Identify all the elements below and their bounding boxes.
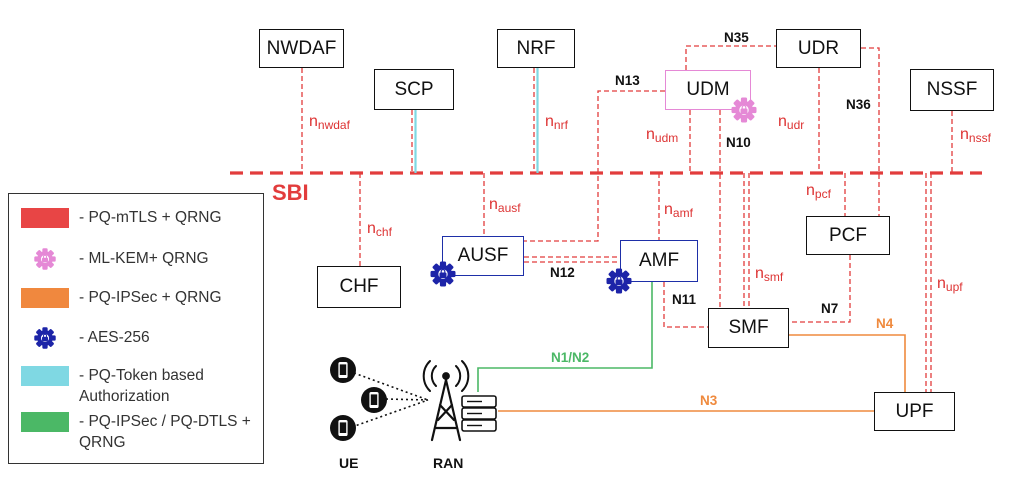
iface-udm: nudm	[646, 126, 679, 145]
legend-text: - PQ-mTLS + QRNG	[79, 209, 222, 226]
ref-n4: N4	[876, 316, 894, 331]
legend-text: - AES-256	[79, 329, 150, 346]
iface-chf: nchf	[367, 220, 392, 239]
red-swatch	[21, 208, 69, 228]
ref-n10: N10	[726, 135, 751, 150]
scp-node: SCP	[374, 69, 454, 110]
blue-gear-icon	[34, 327, 56, 349]
legend-text: - PQ-IPSec + QRNG	[79, 289, 222, 306]
ref-n3: N3	[700, 393, 718, 408]
iface-pcf: npcf	[806, 182, 831, 201]
ref-n1n2: N1/N2	[551, 350, 590, 365]
ue-phone-icon-1	[330, 357, 356, 383]
ref-n11: N11	[672, 292, 697, 307]
ue-label: UE	[339, 455, 359, 471]
ue-ran-link-3	[351, 399, 429, 428]
legend-text: - PQ-IPSec / PQ-DTLS + QRNG	[79, 413, 251, 451]
ue-ran-link-2	[385, 398, 429, 401]
n13-link	[524, 90, 665, 242]
ref-n36: N36	[846, 97, 871, 112]
udr-node: UDR	[776, 29, 861, 68]
iface-upf: nupf	[937, 275, 963, 294]
ref-n7: N7	[821, 301, 839, 316]
nwdaf-node: NWDAF	[259, 29, 344, 68]
ue-phone-icon-3	[330, 415, 356, 441]
n36-link	[861, 47, 880, 216]
n35-link	[685, 45, 776, 70]
pcf-node: PCF	[806, 216, 890, 255]
udr-label: UDR	[797, 37, 840, 59]
n7-link	[789, 255, 851, 323]
ref-n12: N12	[550, 265, 575, 280]
ran-label: RAN	[433, 455, 464, 471]
ue-ran-link-1	[353, 372, 429, 401]
iface-nssf: nnssf	[960, 126, 991, 145]
n11-link	[663, 282, 708, 328]
amf-node: AMF	[620, 240, 698, 282]
ue-phone-icon-2	[361, 387, 387, 413]
green-swatch	[21, 412, 69, 432]
nrf-node: NRF	[497, 29, 575, 68]
sbi-label: SBI	[272, 180, 309, 205]
legend-text: - PQ-Token based Authorization	[79, 367, 204, 405]
iface-nwdaf: nnwdaf	[309, 113, 350, 132]
nwdaf-label: NWDAF	[266, 37, 337, 59]
scp-label: SCP	[394, 78, 434, 100]
chf-label: CHF	[339, 276, 379, 297]
udm-pink-gear-icon	[731, 97, 757, 123]
iface-smf: nsmf	[755, 265, 784, 284]
ausf-node: AUSF	[442, 236, 524, 276]
iface-udr: nudr	[778, 113, 805, 132]
ref-n13: N13	[615, 73, 640, 88]
ran-server-icon	[461, 395, 497, 432]
chf-node: CHF	[317, 266, 401, 308]
ausf-label: AUSF	[457, 245, 509, 266]
nssf-label: NSSF	[926, 79, 978, 100]
n1n2-link	[477, 282, 653, 392]
upf-label: UPF	[895, 400, 934, 422]
legend-text: - ML-KEM+ QRNG	[79, 250, 209, 267]
ausf-blue-gear-icon	[430, 261, 456, 287]
amf-blue-gear-icon	[606, 268, 632, 294]
smf-label: SMF	[728, 317, 769, 338]
pcf-label: PCF	[829, 224, 867, 246]
iface-ausf: nausf	[489, 196, 521, 215]
nssf-node: NSSF	[910, 69, 994, 111]
amf-label: AMF	[638, 250, 680, 271]
n4-link	[789, 334, 906, 392]
nrf-label: NRF	[516, 37, 556, 59]
cyan-swatch	[21, 366, 69, 386]
legend: - PQ-mTLS + QRNG - ML-KEM+ QRNG - PQ-IPS…	[8, 193, 264, 464]
orange-swatch	[21, 288, 69, 308]
ref-n35: N35	[724, 30, 749, 45]
udm-label: UDM	[686, 79, 730, 100]
iface-amf: namf	[664, 201, 693, 220]
iface-nrf: nnrf	[545, 113, 568, 132]
pink-gear-icon	[34, 248, 56, 270]
smf-node: SMF	[708, 308, 789, 348]
ran-tower-icon	[422, 360, 470, 442]
upf-node: UPF	[874, 392, 955, 431]
